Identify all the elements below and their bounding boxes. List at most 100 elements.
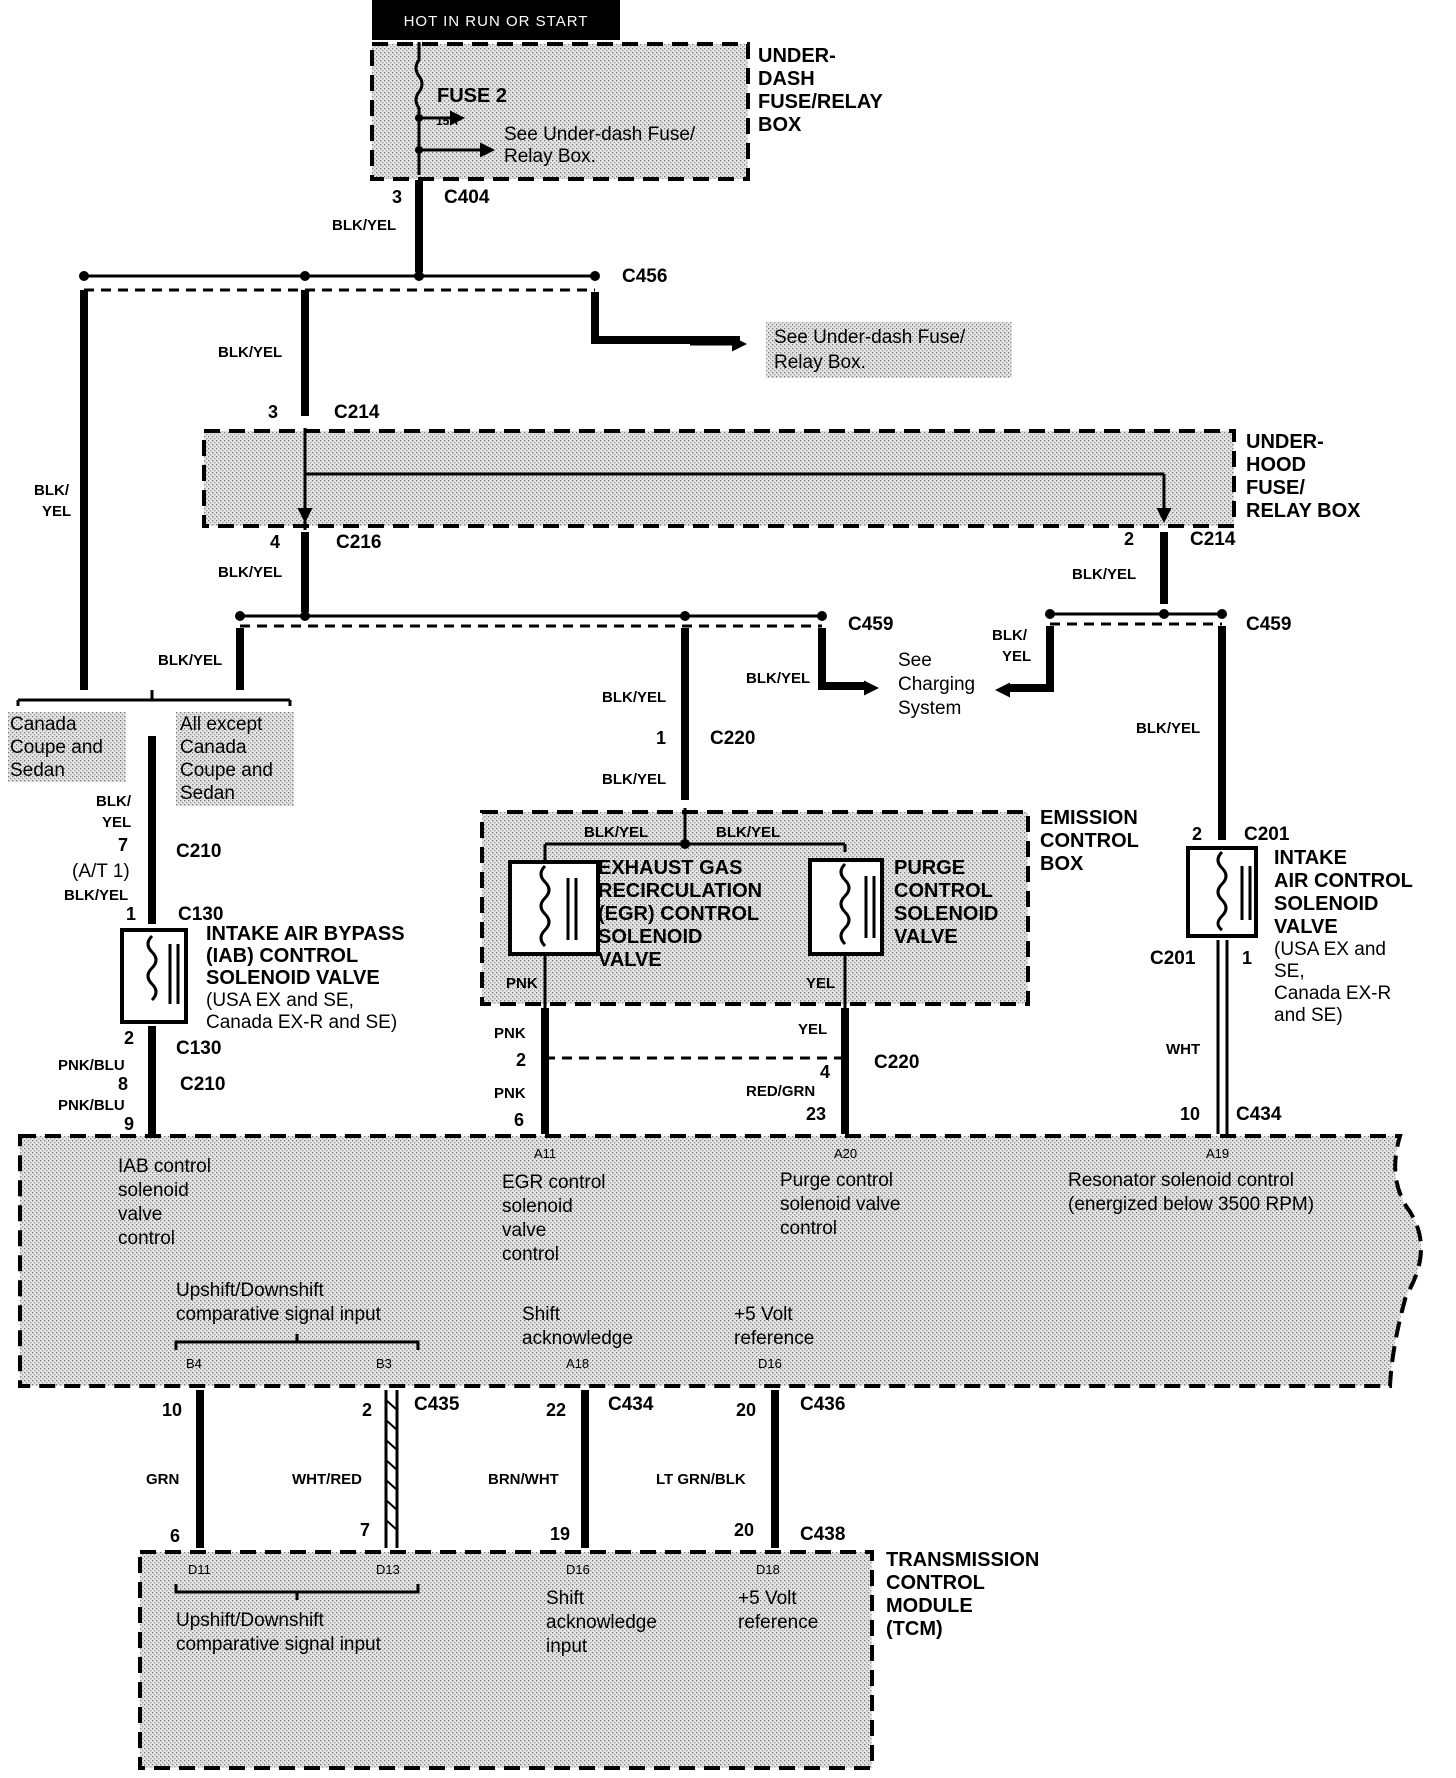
- see-charging-3: System: [898, 698, 961, 719]
- pin-c130b: 2: [124, 1028, 134, 1048]
- wire-blkyel-em1: BLK/YEL: [584, 824, 648, 841]
- wire-yel-em: YEL: [806, 975, 835, 992]
- fuse-label: FUSE 2: [437, 85, 507, 107]
- wire-ltgrnblk: LT GRN/BLK: [656, 1471, 746, 1488]
- ecm-res-1: Resonator solenoid control: [1068, 1170, 1294, 1191]
- iab-solenoid-valve: [120, 928, 188, 1024]
- canada-2: Coupe and: [10, 737, 103, 758]
- header-banner: HOT IN RUN OR START: [372, 0, 620, 40]
- egr-title-1: EXHAUST GAS: [598, 857, 742, 879]
- pin-c214a: 3: [268, 402, 278, 422]
- ecm-pin-b4: B4: [186, 1356, 202, 1371]
- wire-blkyel-2: BLK/YEL: [218, 344, 282, 361]
- emission-title-1: EMISSION: [1040, 807, 1138, 829]
- wire-pnk-em: PNK: [506, 975, 538, 992]
- iab-note-2: Canada EX-R and SE): [206, 1012, 397, 1033]
- pin-c130a: 1: [126, 904, 136, 924]
- iab-title-1: INTAKE AIR BYPASS: [206, 923, 405, 945]
- allexcept-1: All except: [180, 714, 263, 735]
- intake-title-1: INTAKE: [1274, 847, 1347, 869]
- emission-title-2: CONTROL: [1040, 830, 1139, 852]
- ecm-egr-2: solenoid: [502, 1196, 573, 1217]
- conn-c404: C404: [444, 187, 490, 208]
- ecm-iab-4: control: [118, 1228, 175, 1249]
- ecm-egr-1: EGR control: [502, 1172, 605, 1193]
- underdash-title-2: DASH: [758, 68, 815, 90]
- ecm-shift-1: Shift: [522, 1304, 561, 1325]
- pin-d11-tcm: 6: [170, 1526, 180, 1546]
- egr-title-3: (EGR) CONTROL: [598, 903, 759, 925]
- purge-title-1: PURGE: [894, 857, 965, 879]
- conn-c216: C216: [336, 532, 381, 553]
- conn-c220a: C220: [710, 728, 755, 749]
- canada-variant-note: Canada Coupe and Sedan: [8, 712, 126, 782]
- wire-blkyel-3: BLK/YEL: [218, 564, 282, 581]
- underdash-title-3: FUSE/RELAY: [758, 91, 884, 113]
- underhood-fuse-relay-box: UNDER- HOOD FUSE/ RELAY BOX: [202, 428, 1361, 530]
- pin-iab-ecm: 9: [124, 1114, 134, 1134]
- intake-note-4: and SE): [1274, 1005, 1343, 1026]
- pin-d16-tcm: 19: [550, 1524, 570, 1544]
- underhood-title-3: FUSE/: [1246, 477, 1305, 499]
- ecm-iab-2: solenoid: [118, 1180, 189, 1201]
- see-underdash-2: Relay Box.: [774, 352, 866, 373]
- emission-title-3: BOX: [1040, 853, 1084, 875]
- tcm-box: D11 D13 D16 D18 Upshift/Downshift compar…: [138, 1549, 1039, 1770]
- conn-c459b: C459: [1246, 614, 1291, 635]
- canada-1: Canada: [10, 714, 77, 735]
- ecm-pin-d16: D16: [758, 1356, 782, 1371]
- conn-c214a: C214: [334, 402, 380, 423]
- tcm-shift-2: acknowledge: [546, 1612, 657, 1633]
- pin-d13-tcm: 7: [360, 1520, 370, 1540]
- pin-res-ecm: 10: [1180, 1104, 1200, 1124]
- underdash-title-1: UNDER-: [758, 45, 836, 67]
- ecm-box: A11 A20 A19 IAB control solenoid valve c…: [18, 1134, 1423, 1388]
- tcm-title-4: (TCM): [886, 1618, 943, 1640]
- ecm-purge-2: solenoid valve: [780, 1194, 900, 1215]
- ecm-res-2: (energized below 3500 RPM): [1068, 1194, 1314, 1215]
- wire-redgrn: RED/GRN: [746, 1083, 815, 1100]
- conn-c434b: C434: [608, 1394, 654, 1415]
- conn-c434a: C434: [1236, 1104, 1282, 1125]
- intake-note-1: (USA EX and: [1274, 939, 1386, 960]
- ecm-pin-a19: A19: [1206, 1146, 1229, 1161]
- wire-wht: WHT: [1166, 1041, 1200, 1058]
- ecm-egr-3: valve: [502, 1220, 546, 1241]
- tcm-updown-2: comparative signal input: [176, 1634, 382, 1655]
- conn-c210b: C210: [180, 1074, 225, 1095]
- wire-grn: GRN: [146, 1471, 179, 1488]
- pin-d16-ecm: 20: [736, 1400, 756, 1420]
- purge-title-3: SOLENOID: [894, 903, 998, 925]
- tcm-pin-d11: D11: [188, 1562, 211, 1577]
- underhood-title-4: RELAY BOX: [1246, 500, 1361, 522]
- allexcept-2: Canada: [180, 737, 247, 758]
- pin-c210b: 8: [118, 1074, 128, 1094]
- underhood-title-2: HOOD: [1246, 454, 1306, 476]
- ecm-updown-2: comparative signal input: [176, 1304, 382, 1325]
- pin-b3-ecm: 2: [362, 1400, 372, 1420]
- underdash-note-2: Relay Box.: [504, 146, 596, 167]
- purge-solenoid-valve: [808, 858, 884, 956]
- pin-c216: 4: [270, 532, 280, 552]
- wire-blk-right: BLK/: [992, 627, 1028, 644]
- pin-c201a: 2: [1192, 824, 1202, 844]
- wire-blkyel-em2: BLK/YEL: [716, 824, 780, 841]
- wire-pnk-2: PNK: [494, 1085, 526, 1102]
- intake-note-2: SE,: [1274, 961, 1305, 982]
- ecm-pin-a20: A20: [834, 1146, 857, 1161]
- tcm-ref-2: reference: [738, 1612, 818, 1633]
- pin-purge-220: 4: [820, 1062, 830, 1082]
- ecm-egr-4: control: [502, 1244, 559, 1265]
- canada-3: Sedan: [10, 760, 65, 781]
- tcm-pin-d13: D13: [376, 1562, 400, 1577]
- pin-b4-ecm: 10: [162, 1400, 182, 1420]
- pin-egr-220: 2: [516, 1050, 526, 1070]
- wire-yel-right: YEL: [1002, 648, 1031, 665]
- egr-title-5: VALVE: [598, 949, 662, 971]
- intake-title-2: AIR CONTROL: [1274, 870, 1413, 892]
- pin-c210a: 7: [118, 835, 128, 855]
- egr-title-4: SOLENOID: [598, 926, 702, 948]
- pin-c201b: 1: [1242, 948, 1252, 968]
- iab-title-3: SOLENOID VALVE: [206, 967, 380, 989]
- all-except-variant-note: All except Canada Coupe and Sedan: [176, 712, 294, 806]
